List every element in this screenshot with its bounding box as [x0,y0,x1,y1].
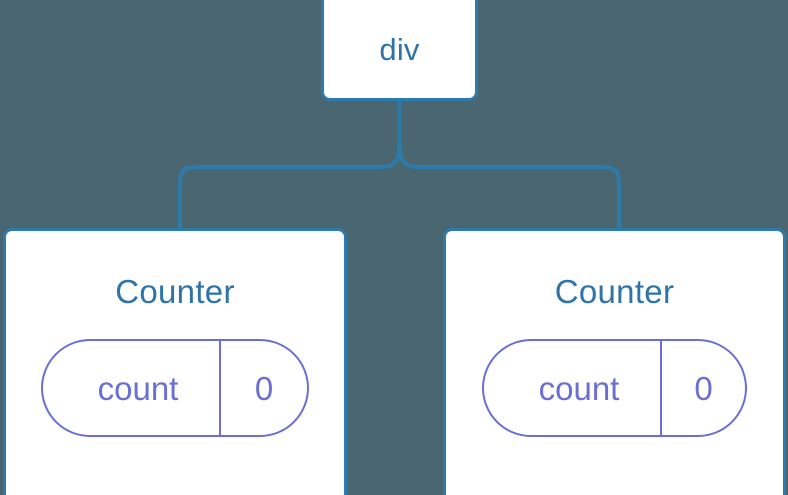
edge-root-to-left-counter [178,98,402,232]
state-value-right: 0 [660,341,745,435]
state-key-left: count [97,369,179,407]
node-counter-left[interactable]: Counter count 0 [3,228,347,495]
node-counter-right-label: Counter [554,273,675,310]
node-counter-left-label: Counter [115,273,235,310]
node-counter-right[interactable]: Counter count 0 [443,228,786,495]
state-pill-right: count 0 [482,339,747,437]
state-value-left: 0 [219,341,307,435]
node-div[interactable]: div [321,0,478,101]
state-key-right: count [538,369,620,407]
state-pill-left: count 0 [41,339,309,437]
node-div-label: div [379,31,420,67]
edge-root-to-right-counter [397,98,621,232]
